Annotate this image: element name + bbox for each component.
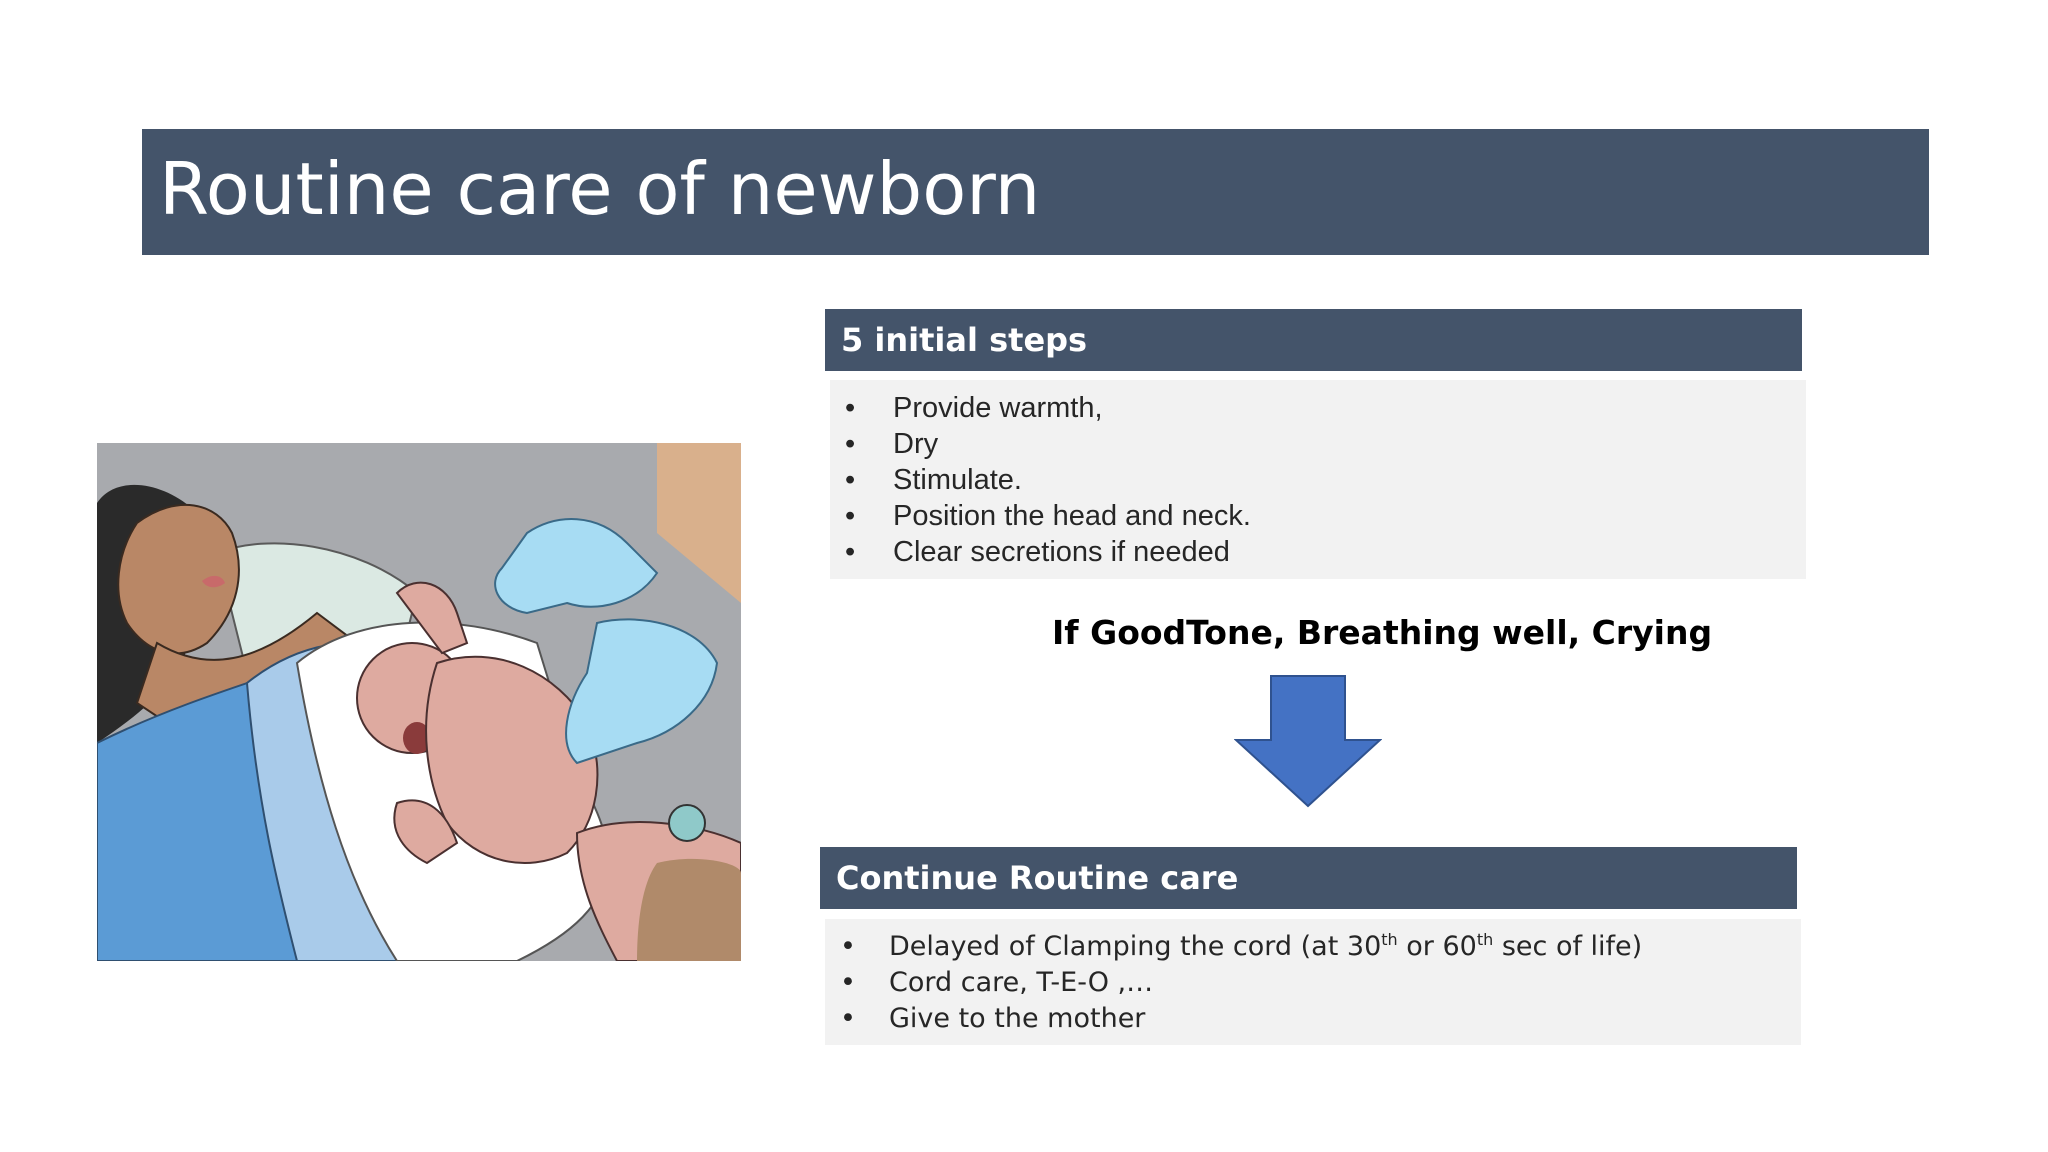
initial-steps-list: • Provide warmth, • Dry • Stimulate. • P… (830, 380, 1806, 579)
list-item: • Give to the mother (825, 1001, 1801, 1037)
bullet-icon: • (840, 931, 856, 962)
list-item: • Stimulate. (830, 462, 1806, 498)
bullet-icon: • (845, 428, 856, 460)
list-item: • Cord care, T-E-O ,… (825, 965, 1801, 1001)
bullet-icon: • (845, 500, 856, 532)
list-item-text: Cord care, T-E-O ,… (889, 967, 1154, 998)
list-item: • Provide warmth, (830, 390, 1806, 426)
list-item-text: Give to the mother (889, 1003, 1146, 1034)
list-item: • Delayed of Clamping the cord (at 30th … (825, 929, 1801, 965)
slide-title: Routine care of newborn (159, 147, 1041, 231)
bullet-icon: • (845, 392, 856, 424)
condition-text: If GoodTone, Breathing well, Crying (1052, 613, 1713, 652)
title-bar: Routine care of newborn (142, 129, 1929, 255)
routine-care-header: Continue Routine care (820, 847, 1797, 909)
bullet-icon: • (840, 967, 856, 998)
list-item-text: Provide warmth, (893, 392, 1103, 424)
list-item: • Dry (830, 426, 1806, 462)
list-item-text: Delayed of Clamping the cord (at 30th or… (889, 930, 1643, 962)
list-item-text: Stimulate. (893, 464, 1022, 496)
list-item-text: Dry (893, 428, 939, 460)
bullet-icon: • (845, 464, 856, 496)
newborn-care-illustration (97, 443, 741, 961)
initial-steps-header: 5 initial steps (825, 309, 1802, 371)
list-item: • Clear secretions if needed (830, 534, 1806, 570)
list-item: • Position the head and neck. (830, 498, 1806, 534)
list-item-text: Position the head and neck. (893, 500, 1251, 532)
routine-care-list: • Delayed of Clamping the cord (at 30th … (825, 919, 1801, 1045)
bullet-icon: • (845, 536, 856, 568)
list-item-text: Clear secretions if needed (893, 536, 1230, 568)
bullet-icon: • (840, 1003, 856, 1034)
down-arrow-icon (1234, 675, 1382, 808)
